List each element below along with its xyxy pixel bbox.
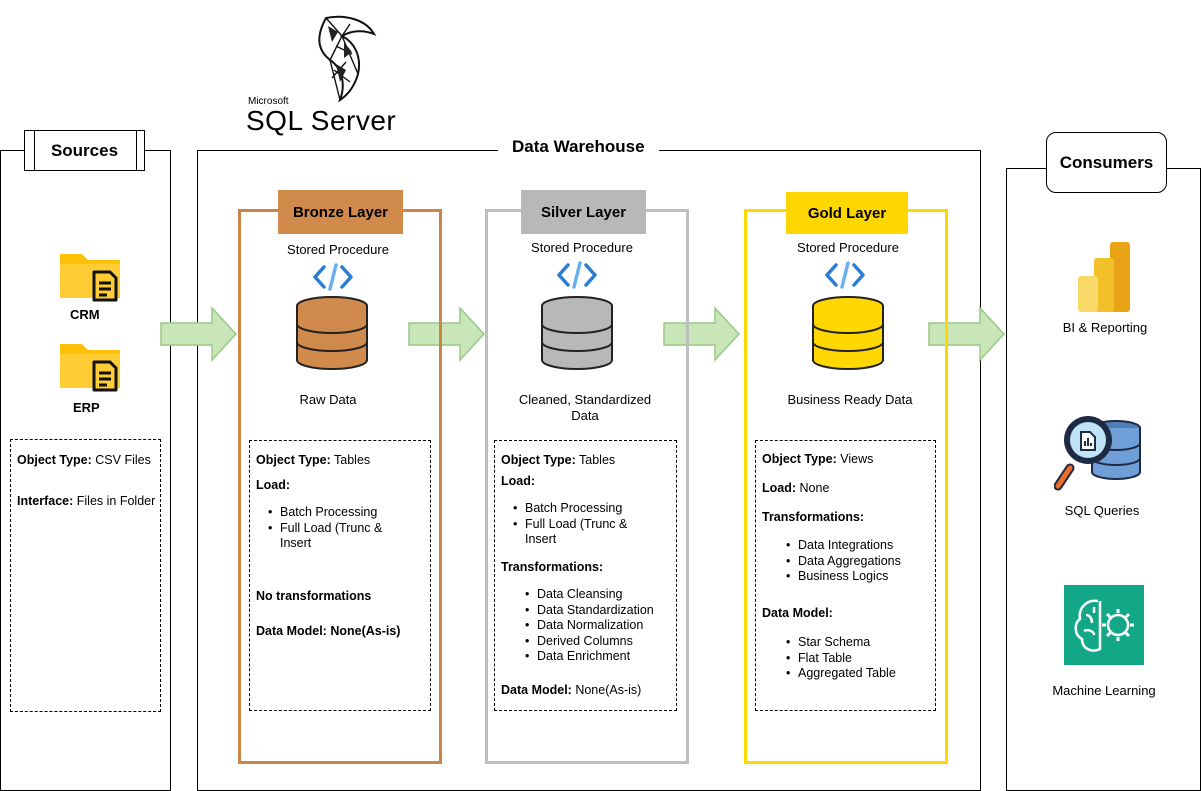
bronze-stored-procedure: Stored Procedure: [287, 242, 389, 257]
list-item: Data Aggregations: [786, 554, 931, 570]
list-item: Flat Table: [786, 651, 931, 667]
data-warehouse-title: Data Warehouse: [498, 136, 659, 158]
sql-server-icon: [318, 15, 377, 102]
gold-data-model-list: Star Schema Flat Table Aggregated Table: [786, 635, 931, 682]
list-item: Star Schema: [786, 635, 931, 651]
flow-arrow: [928, 306, 1006, 362]
logo-brand: Microsoft: [248, 96, 289, 107]
flow-arrow: [408, 306, 486, 362]
list-item: Full Load (Trunc &Insert: [513, 517, 672, 548]
list-item: Data Enrichment: [525, 649, 672, 665]
database-icon: [296, 296, 368, 370]
gold-transformations-list: Data Integrations Data Aggregations Busi…: [786, 538, 931, 585]
list-item: Derived Columns: [525, 634, 672, 650]
list-item: Aggregated Table: [786, 666, 931, 682]
silver-layer-label: Silver Layer: [521, 190, 646, 234]
code-icon: [557, 261, 597, 289]
sql-server-logo: Microsoft SQL Server: [244, 12, 414, 136]
list-item: Data Integrations: [786, 538, 931, 554]
consumers-title: Consumers: [1046, 132, 1167, 193]
code-icon: [825, 261, 865, 289]
silver-details: Object Type: Tables Load: Batch Processi…: [494, 440, 677, 711]
list-item: Full Load (Trunc &Insert: [268, 521, 426, 552]
bronze-layer-label: Bronze Layer: [278, 190, 403, 234]
bronze-data-label: Raw Data: [299, 392, 357, 407]
sources-title-text: Sources: [50, 140, 119, 160]
gold-stored-procedure: Stored Procedure: [797, 240, 899, 255]
sources-title: Sources: [24, 130, 145, 171]
data-warehouse-frame: [197, 150, 981, 791]
database-icon: [541, 296, 613, 370]
sources-details: Object Type: CSV Files Interface: Files …: [10, 439, 161, 712]
sql-query-icon: [1054, 416, 1141, 491]
sources-frame: [0, 150, 171, 791]
sources-title-inner-lines: [34, 130, 137, 171]
folder-file-icon: [60, 254, 120, 302]
silver-load-list: Batch Processing Full Load (Trunc &Inser…: [513, 501, 672, 548]
flow-arrow: [663, 306, 741, 362]
silver-stored-procedure: Stored Procedure: [531, 240, 633, 255]
logo-product: SQL Server: [246, 105, 397, 136]
list-item: Batch Processing: [268, 505, 426, 521]
gold-details: Object Type: Views Load: None Transforma…: [755, 440, 936, 711]
bronze-details: Object Type: Tables Load: Batch Processi…: [249, 440, 431, 711]
gold-layer-label: Gold Layer: [786, 192, 908, 234]
database-icon: [812, 296, 884, 370]
list-item: Data Normalization: [525, 618, 672, 634]
list-item: Batch Processing: [513, 501, 672, 517]
bronze-load-list: Batch Processing Full Load (Trunc &Inser…: [268, 505, 426, 552]
consumer-ml-label: Machine Learning: [1052, 683, 1156, 698]
machine-learning-icon: [1064, 585, 1144, 665]
folder-file-icon: [60, 344, 120, 392]
list-item: Data Cleansing: [525, 587, 672, 603]
power-bi-icon: [1078, 242, 1130, 312]
gold-data-label: Business Ready Data: [787, 392, 913, 407]
source-crm-label: CRM: [70, 307, 100, 322]
silver-transformations-list: Data Cleansing Data Standardization Data…: [525, 587, 672, 665]
list-item: Data Standardization: [525, 603, 672, 619]
code-icon: [313, 263, 353, 291]
flow-arrow: [160, 306, 238, 362]
list-item: Business Logics: [786, 569, 931, 585]
consumer-bi-label: BI & Reporting: [1062, 320, 1148, 335]
consumer-sql-label: SQL Queries: [1064, 503, 1140, 518]
source-erp-label: ERP: [73, 400, 100, 415]
